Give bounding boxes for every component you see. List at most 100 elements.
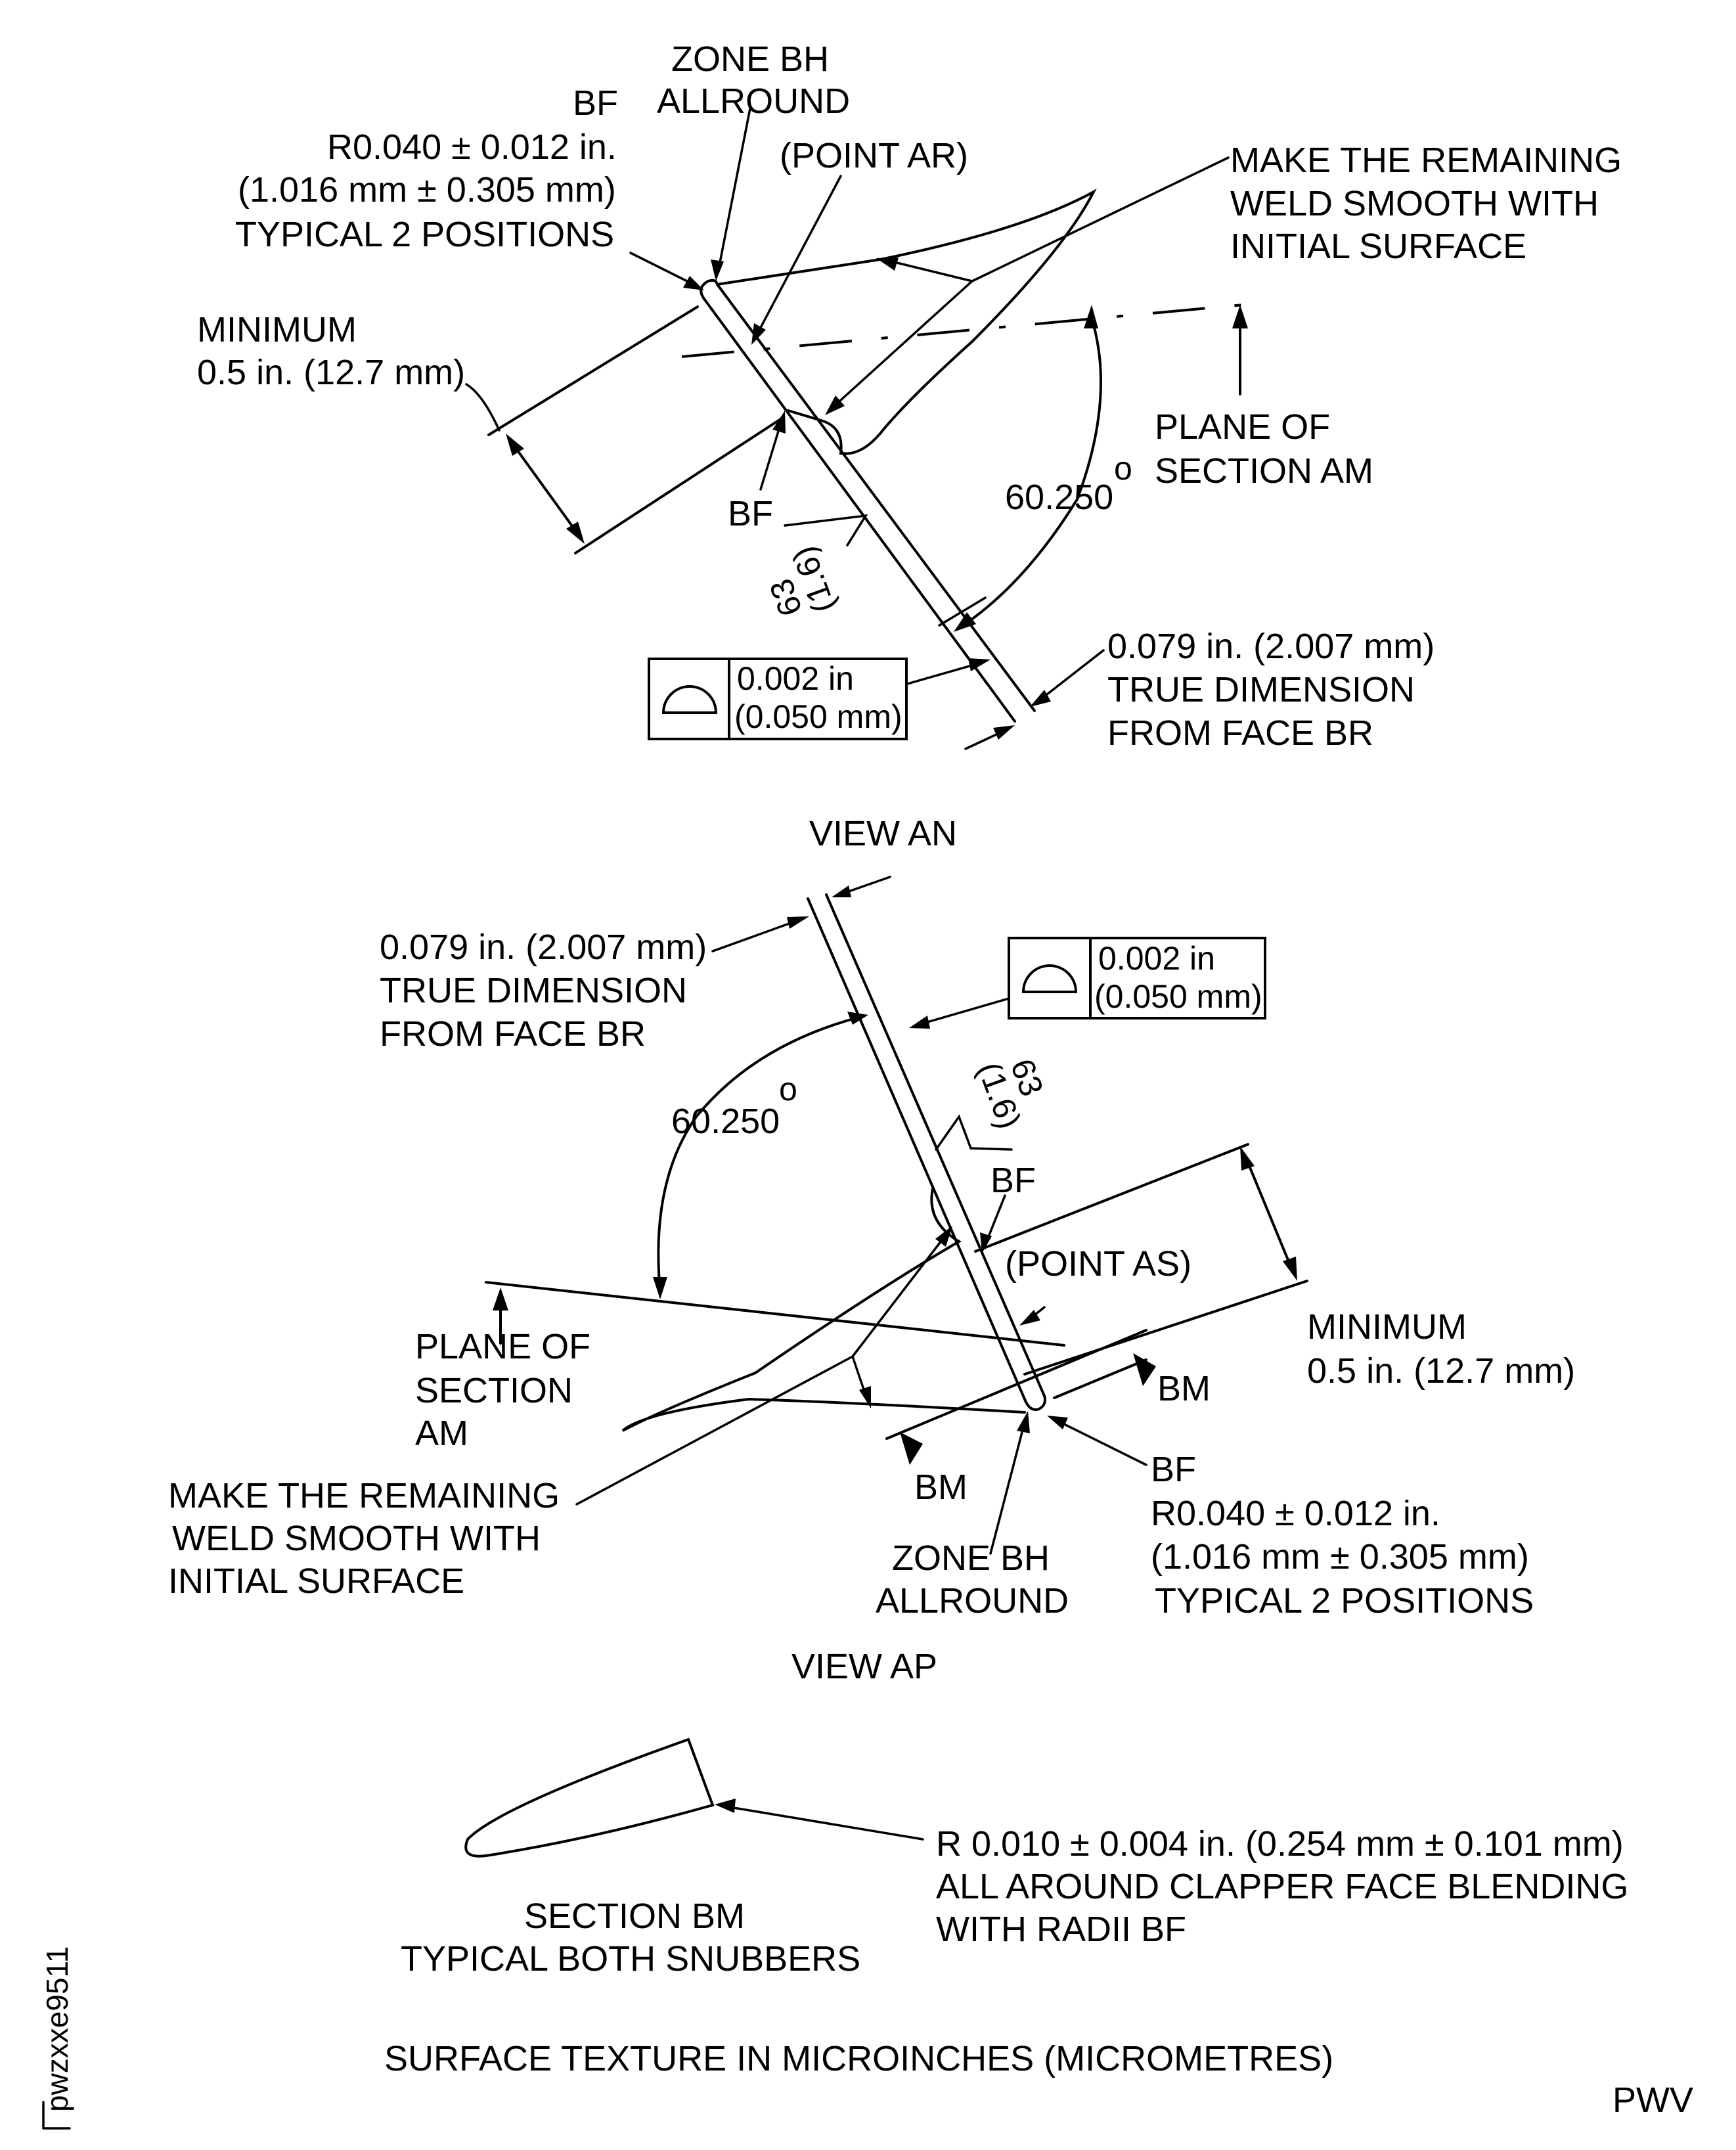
section-bm-radius-line1: R 0.010 ± 0.004 in. (0.254 mm ± 0.101 mm… [936, 1824, 1624, 1864]
view-an-true-dim-line3: FROM FACE BR [1107, 713, 1373, 753]
view-ap-plane-line3: AM [415, 1414, 468, 1453]
view-ap-weld-leader-1 [575, 1355, 854, 1506]
view-ap-profile-tol-mm: (0.050 mm) [1094, 978, 1262, 1015]
view-an-weld-arrow-2 [825, 395, 845, 415]
view-ap-weld-note-line1: MAKE THE REMAINING [168, 1476, 560, 1515]
view-ap-point-label: (POINT AS) [1005, 1244, 1191, 1284]
view-an-plane-line2: SECTION AM [1155, 451, 1373, 491]
view-an-profile-tol-in: 0.002 in [737, 660, 854, 697]
view-an-angle-ext [938, 596, 987, 627]
view-an-degree-mark: o [1114, 450, 1132, 487]
view-an-weld-note-line3: INITIAL SURFACE [1230, 227, 1526, 266]
view-ap-min-arrow-2 [1283, 1257, 1297, 1281]
view-an-truedim-arrow-2 [993, 725, 1015, 740]
view-an-bf-leader [759, 419, 783, 491]
view-an-profile-frame [648, 658, 908, 740]
view-an-bf-radius-leader [629, 252, 698, 287]
view-ap-radius-in: R0.040 ± 0.012 in. [1151, 1494, 1440, 1533]
view-an-minimum-line2: 0.5 in. (12.7 mm) [197, 353, 465, 392]
view-an-face-edge-left [703, 298, 1016, 723]
view-an-weld-note-line1: MAKE THE REMAINING [1230, 141, 1622, 180]
view-ap-minimum-line2: 0.5 in. (12.7 mm) [1307, 1351, 1575, 1391]
view-ap-face-edge-left [807, 897, 1026, 1400]
view-an-zone-leader [717, 107, 751, 271]
view-ap-truedim-leader [711, 918, 801, 952]
view-ap-face-edge-right [825, 893, 1046, 1397]
view-ap-angle-arrow-2 [653, 1277, 667, 1299]
view-ap-bm-left: BM [914, 1467, 968, 1507]
view-ap-zone-bh-line1: ZONE BH [892, 1538, 1050, 1578]
view-an-radius-typical: TYPICAL 2 POSITIONS [235, 215, 614, 254]
view-an-point-leader [755, 175, 842, 336]
section-bm-arrow [715, 1799, 736, 1813]
view-an-true-dim-line2: TRUE DIMENSION [1107, 670, 1415, 709]
view-an-truedim-leader [1036, 649, 1105, 703]
view-ap-weld-note-line3: INITIAL SURFACE [168, 1561, 464, 1601]
view-an-bf-label: BF [728, 494, 773, 533]
view-ap-profile-frame [1008, 937, 1266, 1019]
view-an-weld-note-line2: WELD SMOOTH WITH [1230, 184, 1599, 223]
view-ap-true-dim-line2: TRUE DIMENSION [380, 971, 687, 1010]
section-bm-leader [724, 1805, 924, 1841]
view-an-angle-arrow-2 [954, 612, 976, 632]
section-bm [464, 1737, 924, 1858]
view-an-zone-bh-line2: ALLROUND [657, 81, 850, 121]
view-an-bf-arrow [772, 411, 786, 434]
view-an-angle-value: 60.250 [1005, 478, 1113, 517]
view-an-profile-leader [904, 662, 980, 686]
view-an-roughness-symbol [784, 514, 868, 547]
view-ap-weld-arrow-1 [935, 1226, 952, 1247]
view-ap-point-arrow [1019, 1310, 1040, 1326]
view-ap-bf-radius-leader [1055, 1419, 1147, 1466]
section-bm-radius-line3: WITH RADII BF [936, 1910, 1186, 1949]
view-ap-bm-line-2 [1053, 1358, 1147, 1399]
view-an-weld-arrow-1 [876, 258, 899, 271]
view-ap [485, 876, 1308, 1555]
view-ap-bf-radius-tag: BF [1151, 1450, 1196, 1489]
view-ap-radius-typical: TYPICAL 2 POSITIONS [1155, 1581, 1534, 1621]
view-ap-zone-arrow [1017, 1411, 1030, 1433]
view-an-bf-radius-arrow [683, 276, 704, 290]
view-ap-min-arrow-1 [1240, 1146, 1255, 1171]
view-an-weld-profile [716, 189, 1097, 455]
view-ap-angle-value: 60.250 [671, 1102, 780, 1141]
view-ap-corner-radius [1023, 1395, 1046, 1411]
view-ap-min-ext-1 [974, 1143, 1249, 1253]
view-ap-profile-tol-in: 0.002 in [1098, 940, 1215, 977]
view-an-min-dim [508, 437, 583, 540]
view-ap-truedim-arrow-1 [787, 916, 809, 929]
view-ap-weld-profile [621, 1188, 1026, 1432]
view-ap-roughness-symbol [935, 1114, 1013, 1151]
view-ap-weld-note-line2: WELD SMOOTH WITH [172, 1519, 541, 1558]
view-ap-true-dim-line3: FROM FACE BR [380, 1014, 646, 1054]
view-an-min-arrow-2 [566, 522, 585, 544]
view-ap-plane-arrow [493, 1288, 508, 1310]
view-an-truedim-arrow-1 [1030, 690, 1051, 707]
view-an-weld-leader-1 [971, 156, 1230, 282]
view-an-plane-arrow [1232, 305, 1248, 328]
view-an-title: VIEW AN [809, 814, 957, 853]
view-an-weld-leader-2 [882, 258, 973, 282]
view-ap-plane-line2: SECTION [415, 1371, 573, 1410]
source-tag: PWV [1613, 2080, 1693, 2120]
section-bm-radius-line2: ALL AROUND CLAPPER FACE BLENDING [936, 1867, 1628, 1906]
view-an-profile-arrow [968, 658, 990, 671]
view-an-radius-mm: (1.016 mm ± 0.305 mm) [238, 170, 616, 210]
view-an-weld-leader-3 [832, 280, 973, 409]
view-ap-radius-mm: (1.016 mm ± 0.305 mm) [1151, 1537, 1529, 1577]
view-an-zone-bh-line1: ZONE BH [671, 39, 829, 79]
view-ap-bm-right: BM [1157, 1369, 1211, 1408]
view-ap-true-dim-line1: 0.079 in. (2.007 mm) [380, 928, 707, 967]
view-ap-title: VIEW AP [791, 1647, 937, 1686]
view-ap-plane-line [485, 1281, 1065, 1347]
view-ap-zone-bh-line2: ALLROUND [876, 1581, 1069, 1621]
view-an-bf-radius-tag: BF [573, 83, 618, 123]
view-ap-minimum-line1: MINIMUM [1307, 1307, 1467, 1347]
view-ap-min-ext-2 [1023, 1280, 1308, 1376]
view-ap-angle-arc [657, 1016, 862, 1292]
view-an-minimum-line1: MINIMUM [197, 310, 357, 349]
view-an-point-arrow [751, 323, 766, 345]
view-ap-bf-radius-arrow [1047, 1416, 1068, 1429]
view-ap-min-dim [1243, 1153, 1294, 1272]
